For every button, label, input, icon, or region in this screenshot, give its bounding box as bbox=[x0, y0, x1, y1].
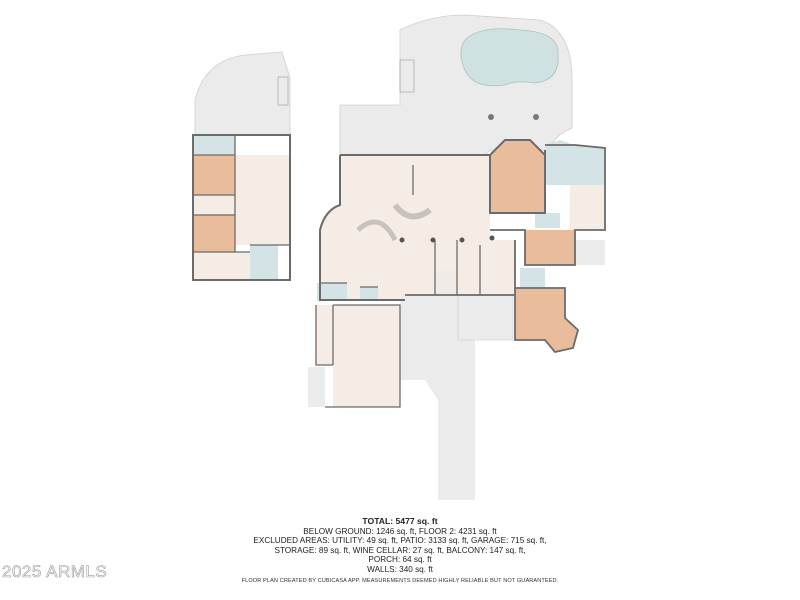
lower-bath-bottom bbox=[250, 245, 278, 280]
recreation-room bbox=[235, 155, 290, 245]
disclaimer: FLOOR PLAN CREATED BY CUBICASA APP. MEAS… bbox=[241, 578, 559, 584]
lower-patio bbox=[194, 51, 291, 136]
area-summary: TOTAL: 5477 sq. ft BELOW GROUND: 1246 sq… bbox=[200, 516, 600, 575]
lower-bottom-area bbox=[193, 252, 250, 280]
main-living-area bbox=[320, 155, 515, 300]
garage bbox=[333, 305, 400, 407]
front-patio bbox=[457, 294, 514, 341]
area-line-1: BELOW GROUND: 1246 sq. ft, FLOOR 2: 4231… bbox=[303, 526, 497, 536]
bedroom-3 bbox=[515, 288, 578, 352]
driveway bbox=[400, 295, 475, 500]
area-line-5: WALLS: 340 sq. ft bbox=[367, 564, 433, 574]
main-level-plan bbox=[308, 14, 606, 500]
primary-bedroom bbox=[490, 140, 545, 213]
bedroom-2 bbox=[525, 230, 575, 265]
watermark: 2025 ARMLS bbox=[2, 562, 108, 582]
storage bbox=[316, 305, 333, 365]
lower-shower bbox=[193, 135, 208, 155]
primary-closet bbox=[570, 185, 605, 230]
main-walls bbox=[315, 139, 606, 408]
bath-3 bbox=[520, 268, 545, 288]
total-area: TOTAL: 5477 sq. ft bbox=[362, 516, 438, 526]
lower-bedroom-2 bbox=[193, 215, 235, 252]
lower-hall bbox=[193, 195, 235, 215]
lower-bedroom-1 bbox=[193, 155, 235, 195]
lower-stairs bbox=[277, 76, 289, 106]
pool bbox=[460, 28, 559, 87]
area-line-2: EXCLUDED AREAS: UTILITY: 49 sq. ft, PATI… bbox=[253, 536, 547, 546]
half-bath bbox=[360, 287, 378, 301]
patio-stairs bbox=[399, 59, 415, 93]
lower-level-walls bbox=[192, 134, 291, 281]
hall-bath bbox=[535, 213, 560, 228]
balcony bbox=[575, 240, 605, 265]
area-line-3: STORAGE: 89 sq. ft, WINE CELLAR: 27 sq. … bbox=[274, 545, 526, 555]
utility bbox=[308, 367, 325, 407]
lower-level-plan bbox=[192, 51, 291, 281]
porch bbox=[435, 270, 457, 295]
lower-bath-top bbox=[208, 135, 235, 155]
area-line-4: PORCH: 64 sq. ft bbox=[368, 555, 432, 565]
laundry bbox=[317, 283, 347, 301]
